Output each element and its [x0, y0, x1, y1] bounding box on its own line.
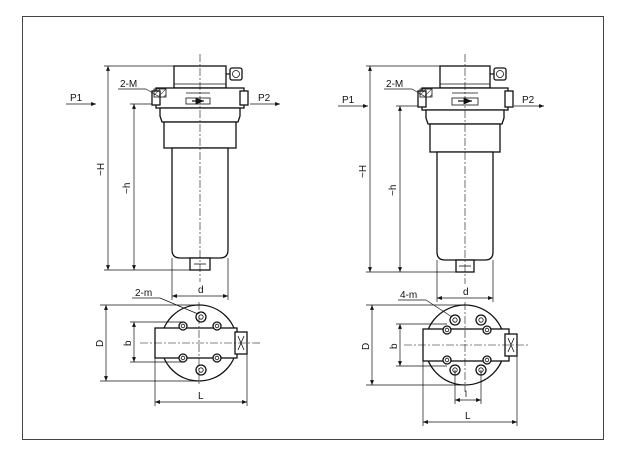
left-port-thread-label: 2-M	[120, 79, 137, 90]
left-outlet-stub	[239, 90, 249, 106]
right-outlet-stub	[504, 90, 514, 108]
right-h-total-label: ~H	[358, 165, 369, 178]
left-filter-elevation	[151, 54, 249, 282]
left-h-label: ~h	[122, 183, 133, 194]
left-p2-label: P2	[258, 93, 271, 104]
left-bolt-label: 2-m	[135, 288, 152, 299]
right-bowl	[436, 151, 494, 261]
right-filter-elevation	[417, 54, 514, 284]
right-filter-plan	[404, 302, 528, 392]
right-b-label: b	[389, 343, 400, 349]
left-indicator	[229, 67, 243, 81]
right-indicator	[493, 67, 507, 81]
right-h-label: ~h	[388, 185, 399, 196]
right-port-thread-label: 2-M	[386, 79, 403, 90]
right-D-label: D	[361, 343, 372, 350]
left-d-label: d	[198, 285, 204, 296]
right-plan-dims: 4-m D b l L	[361, 290, 518, 426]
right-bolt-label: 4-m	[400, 290, 417, 301]
left-plan-dims: 2-m D b L	[95, 288, 248, 406]
right-l-label: l	[465, 389, 467, 399]
left-bowl	[171, 147, 229, 259]
right-elevation-dims: P1 P2 2-M ~H ~h d	[338, 65, 544, 302]
drawing-frame	[22, 16, 604, 440]
left-elevation-dims: P1 P2 2-M ~H ~h d	[66, 65, 280, 300]
left-p1-label: P1	[70, 93, 83, 104]
left-D-label: D	[95, 340, 106, 347]
right-L-label: L	[465, 411, 471, 422]
left-L-label: L	[198, 391, 204, 402]
left-filter-plan	[140, 302, 260, 386]
left-b-label: b	[123, 340, 134, 346]
right-p1-label: P1	[342, 95, 355, 106]
right-p2-label: P2	[522, 95, 535, 106]
left-h-total-label: ~H	[96, 163, 107, 176]
right-d-label: d	[463, 287, 469, 298]
